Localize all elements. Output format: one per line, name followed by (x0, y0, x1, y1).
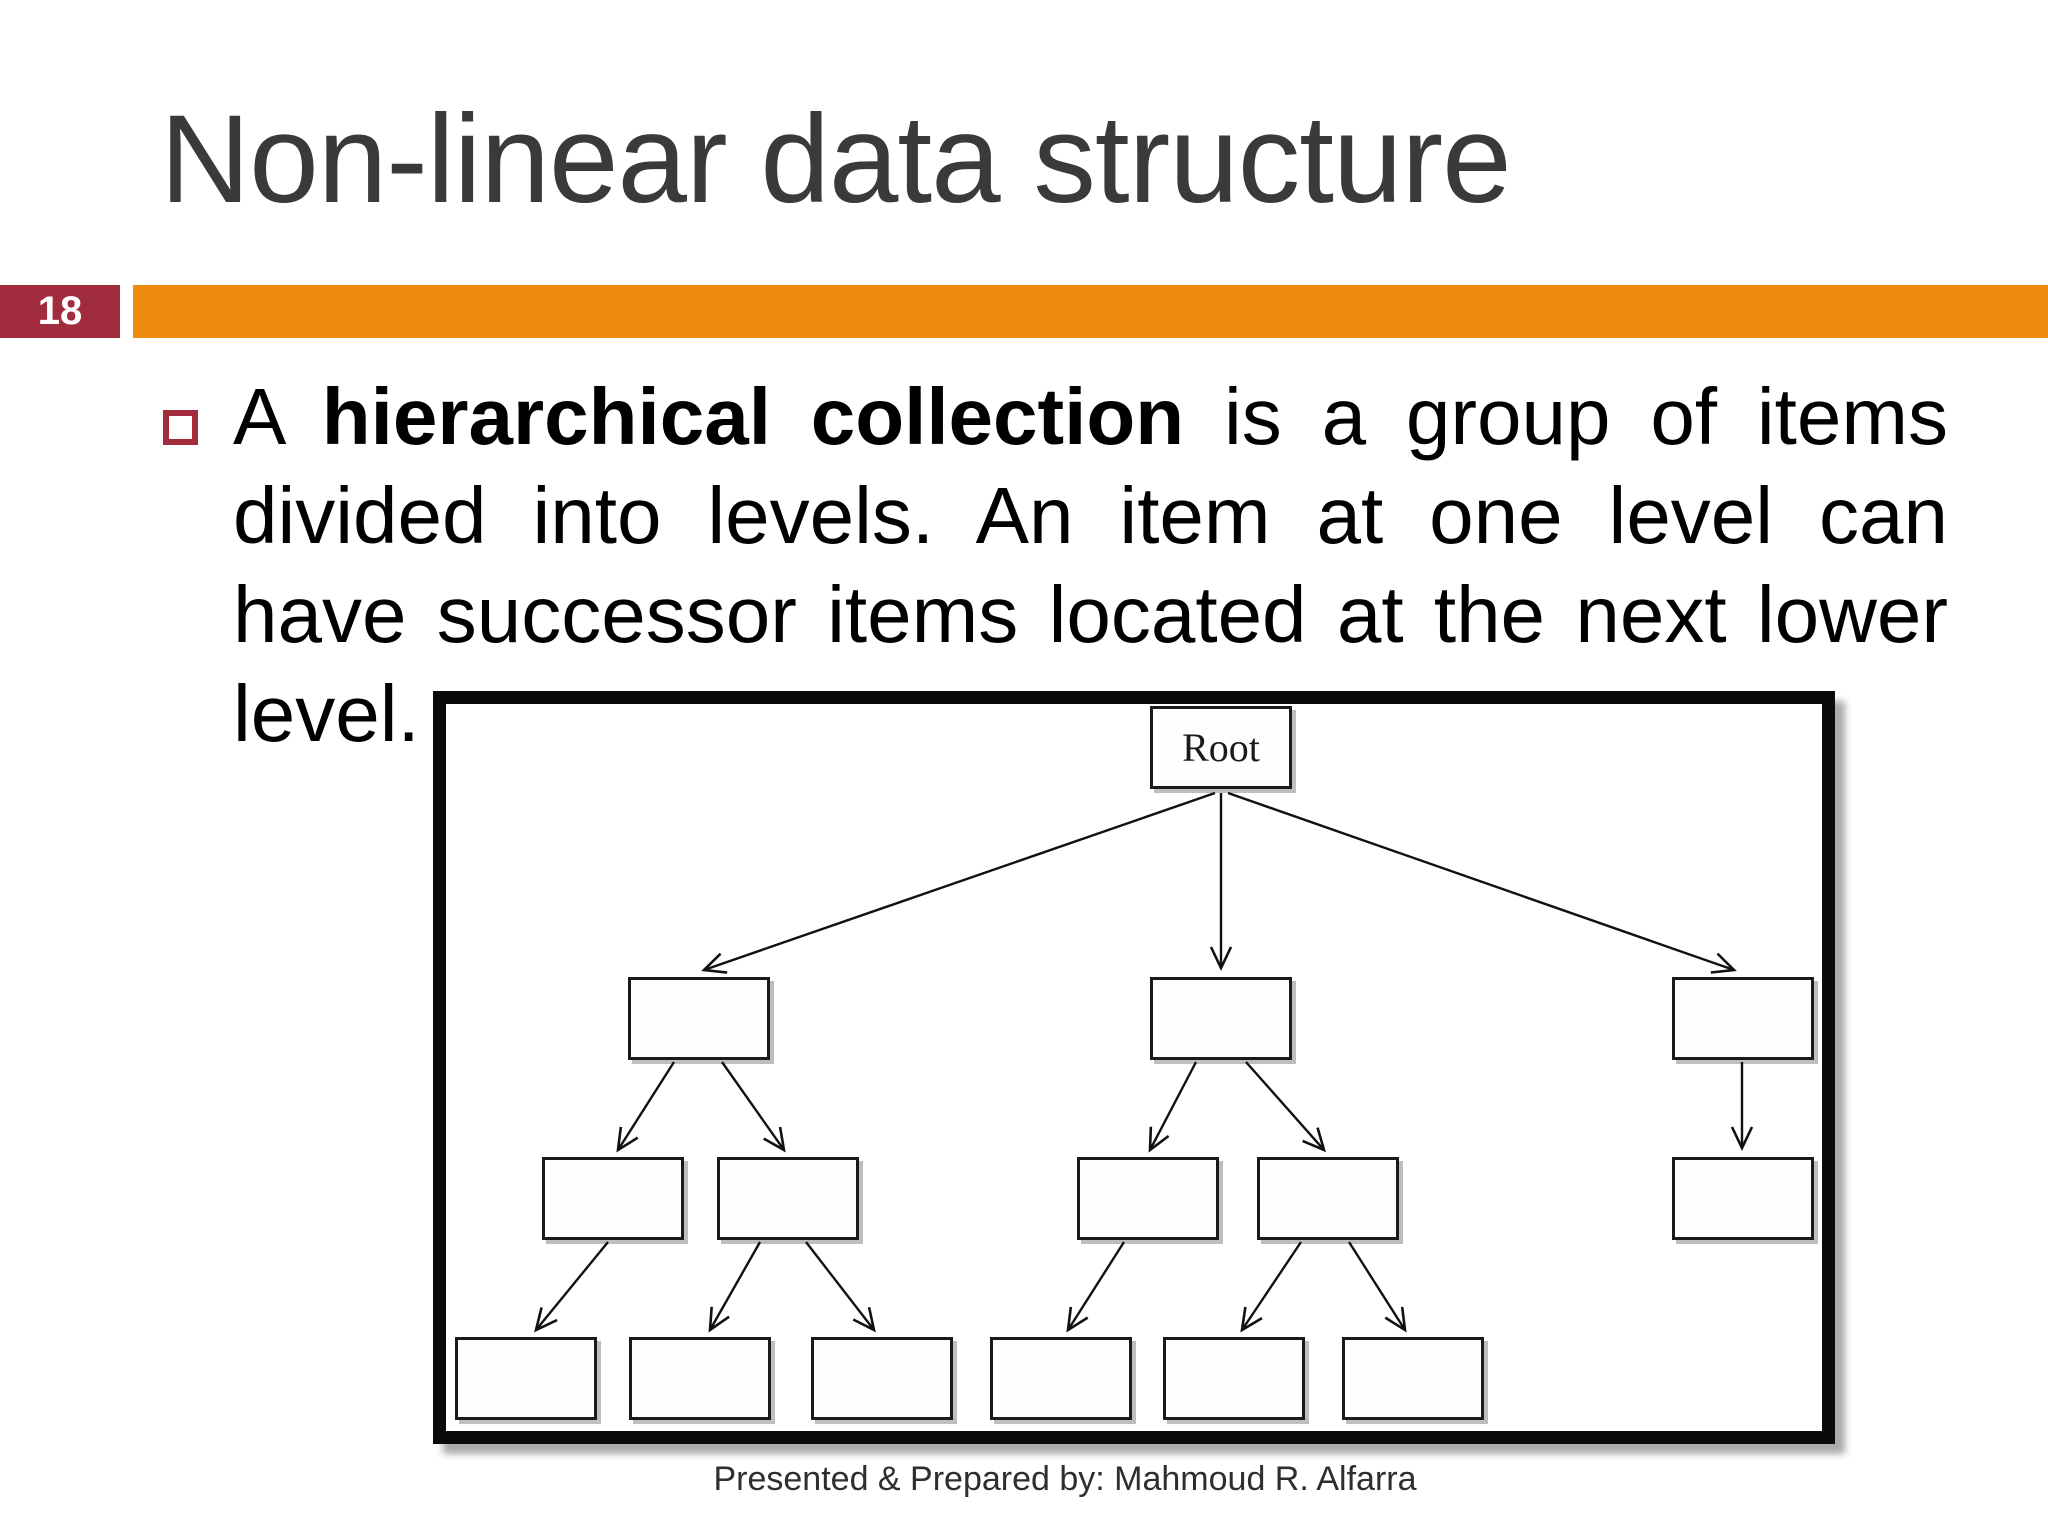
body-paragraph: A hierarchical collection is a group of … (233, 367, 1948, 763)
tree-node-root: Root (1150, 706, 1292, 789)
body-line-1-bold: hierarchical collection (321, 372, 1185, 461)
tree-node-l3-1 (542, 1157, 684, 1240)
tree-node-l3-5 (1672, 1157, 1814, 1240)
body-line-2: divided into levels. An item at one leve… (233, 471, 1948, 560)
tree-node-l4-5 (1163, 1337, 1305, 1420)
body-line-1-pre: A (233, 372, 322, 461)
page-number-badge: 18 (0, 285, 120, 338)
tree-node-l3-2 (717, 1157, 859, 1240)
page-title: Non-linear data structure (160, 90, 1512, 229)
tree-diagram-frame (433, 691, 1835, 1444)
tree-node-l4-2 (629, 1337, 771, 1420)
accent-bar (133, 285, 2048, 338)
bullet-marker-icon (163, 410, 198, 445)
tree-node-l4-3 (811, 1337, 953, 1420)
tree-node-l3-4 (1257, 1157, 1399, 1240)
body-line-3: have successor items located at the next… (233, 570, 1948, 659)
tree-node-l3-3 (1077, 1157, 1219, 1240)
tree-node-l2-left (628, 977, 770, 1060)
tree-node-l2-center (1150, 977, 1292, 1060)
page-number: 18 (37, 289, 83, 333)
tree-node-l2-right (1672, 977, 1814, 1060)
body-line-4: level. (233, 669, 420, 758)
body-line-1: A hierarchical collection is a group of … (233, 367, 1948, 466)
body-line-1-post: is a group of items (1184, 372, 1949, 461)
tree-node-l4-4 (990, 1337, 1132, 1420)
tree-node-l4-6 (1342, 1337, 1484, 1420)
tree-node-l4-1 (455, 1337, 597, 1420)
footer-credit: Presented & Prepared by: Mahmoud R. Alfa… (713, 1460, 1417, 1498)
